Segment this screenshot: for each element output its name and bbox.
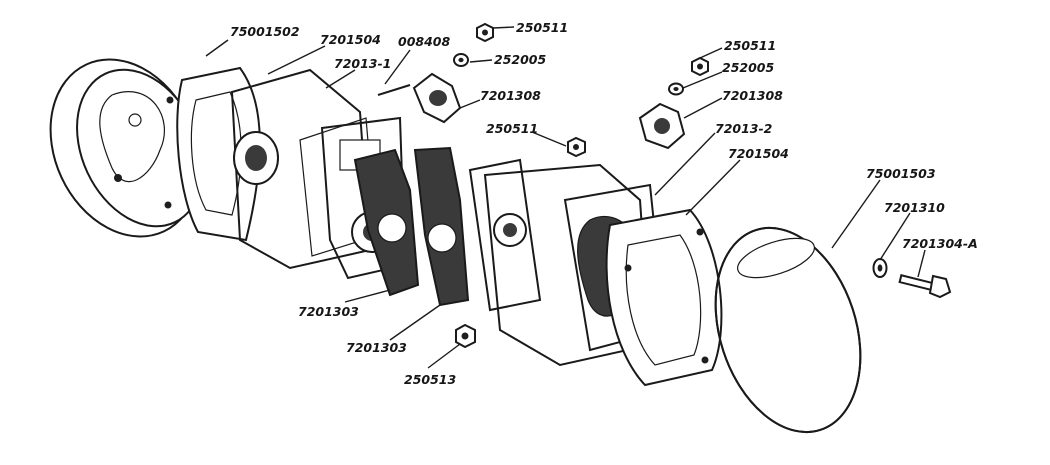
label-252005-right: 252005 (722, 60, 774, 75)
label-72013-2: 72013-2 (715, 121, 772, 136)
label-250513: 250513 (404, 372, 456, 387)
label-7201504-right: 7201504 (728, 146, 789, 161)
label-75001503: 75001503 (866, 166, 936, 181)
nut-250511-left (476, 22, 494, 43)
washer-252005-left (453, 53, 469, 67)
flange-7201308-right (638, 102, 686, 150)
label-252005-left: 252005 (494, 52, 546, 67)
label-7201308-right: 7201308 (722, 88, 783, 103)
label-008408: 008408 (398, 34, 450, 49)
cover-bolt (898, 274, 952, 299)
right-gasket (605, 208, 723, 387)
label-7201303-upper: 7201303 (298, 304, 359, 319)
left-cylinder-cover (49, 58, 204, 238)
label-7201310: 7201310 (884, 200, 945, 215)
right-cylinder-cover (714, 226, 862, 434)
label-7201308-left: 7201308 (480, 88, 541, 103)
label-7201304-A: 7201304-A (902, 236, 978, 251)
cover-washer (872, 258, 888, 278)
label-7201303-lower: 7201303 (346, 340, 407, 355)
left-gasket (176, 66, 261, 242)
flange-7201308-left (412, 72, 462, 124)
right-crankcase-half (468, 158, 542, 312)
label-250511-mid: 250511 (486, 121, 538, 136)
part-labels: 75001502 7201504 008408 72013-1 250511 2… (230, 20, 978, 387)
label-250511-top-right: 250511 (724, 38, 776, 53)
label-7201504-left: 7201504 (320, 32, 381, 47)
nut-250511-right (691, 56, 709, 77)
label-250511-top-left: 250511 (516, 20, 568, 35)
nut-250511-mid (567, 136, 586, 158)
label-75001502: 75001502 (230, 24, 300, 39)
label-72013-1: 72013-1 (334, 56, 391, 71)
washer-252005-right (668, 82, 684, 96)
leader-lines (205, 26, 926, 369)
center-spacer-plates (353, 146, 470, 307)
nut-250513 (455, 323, 476, 349)
